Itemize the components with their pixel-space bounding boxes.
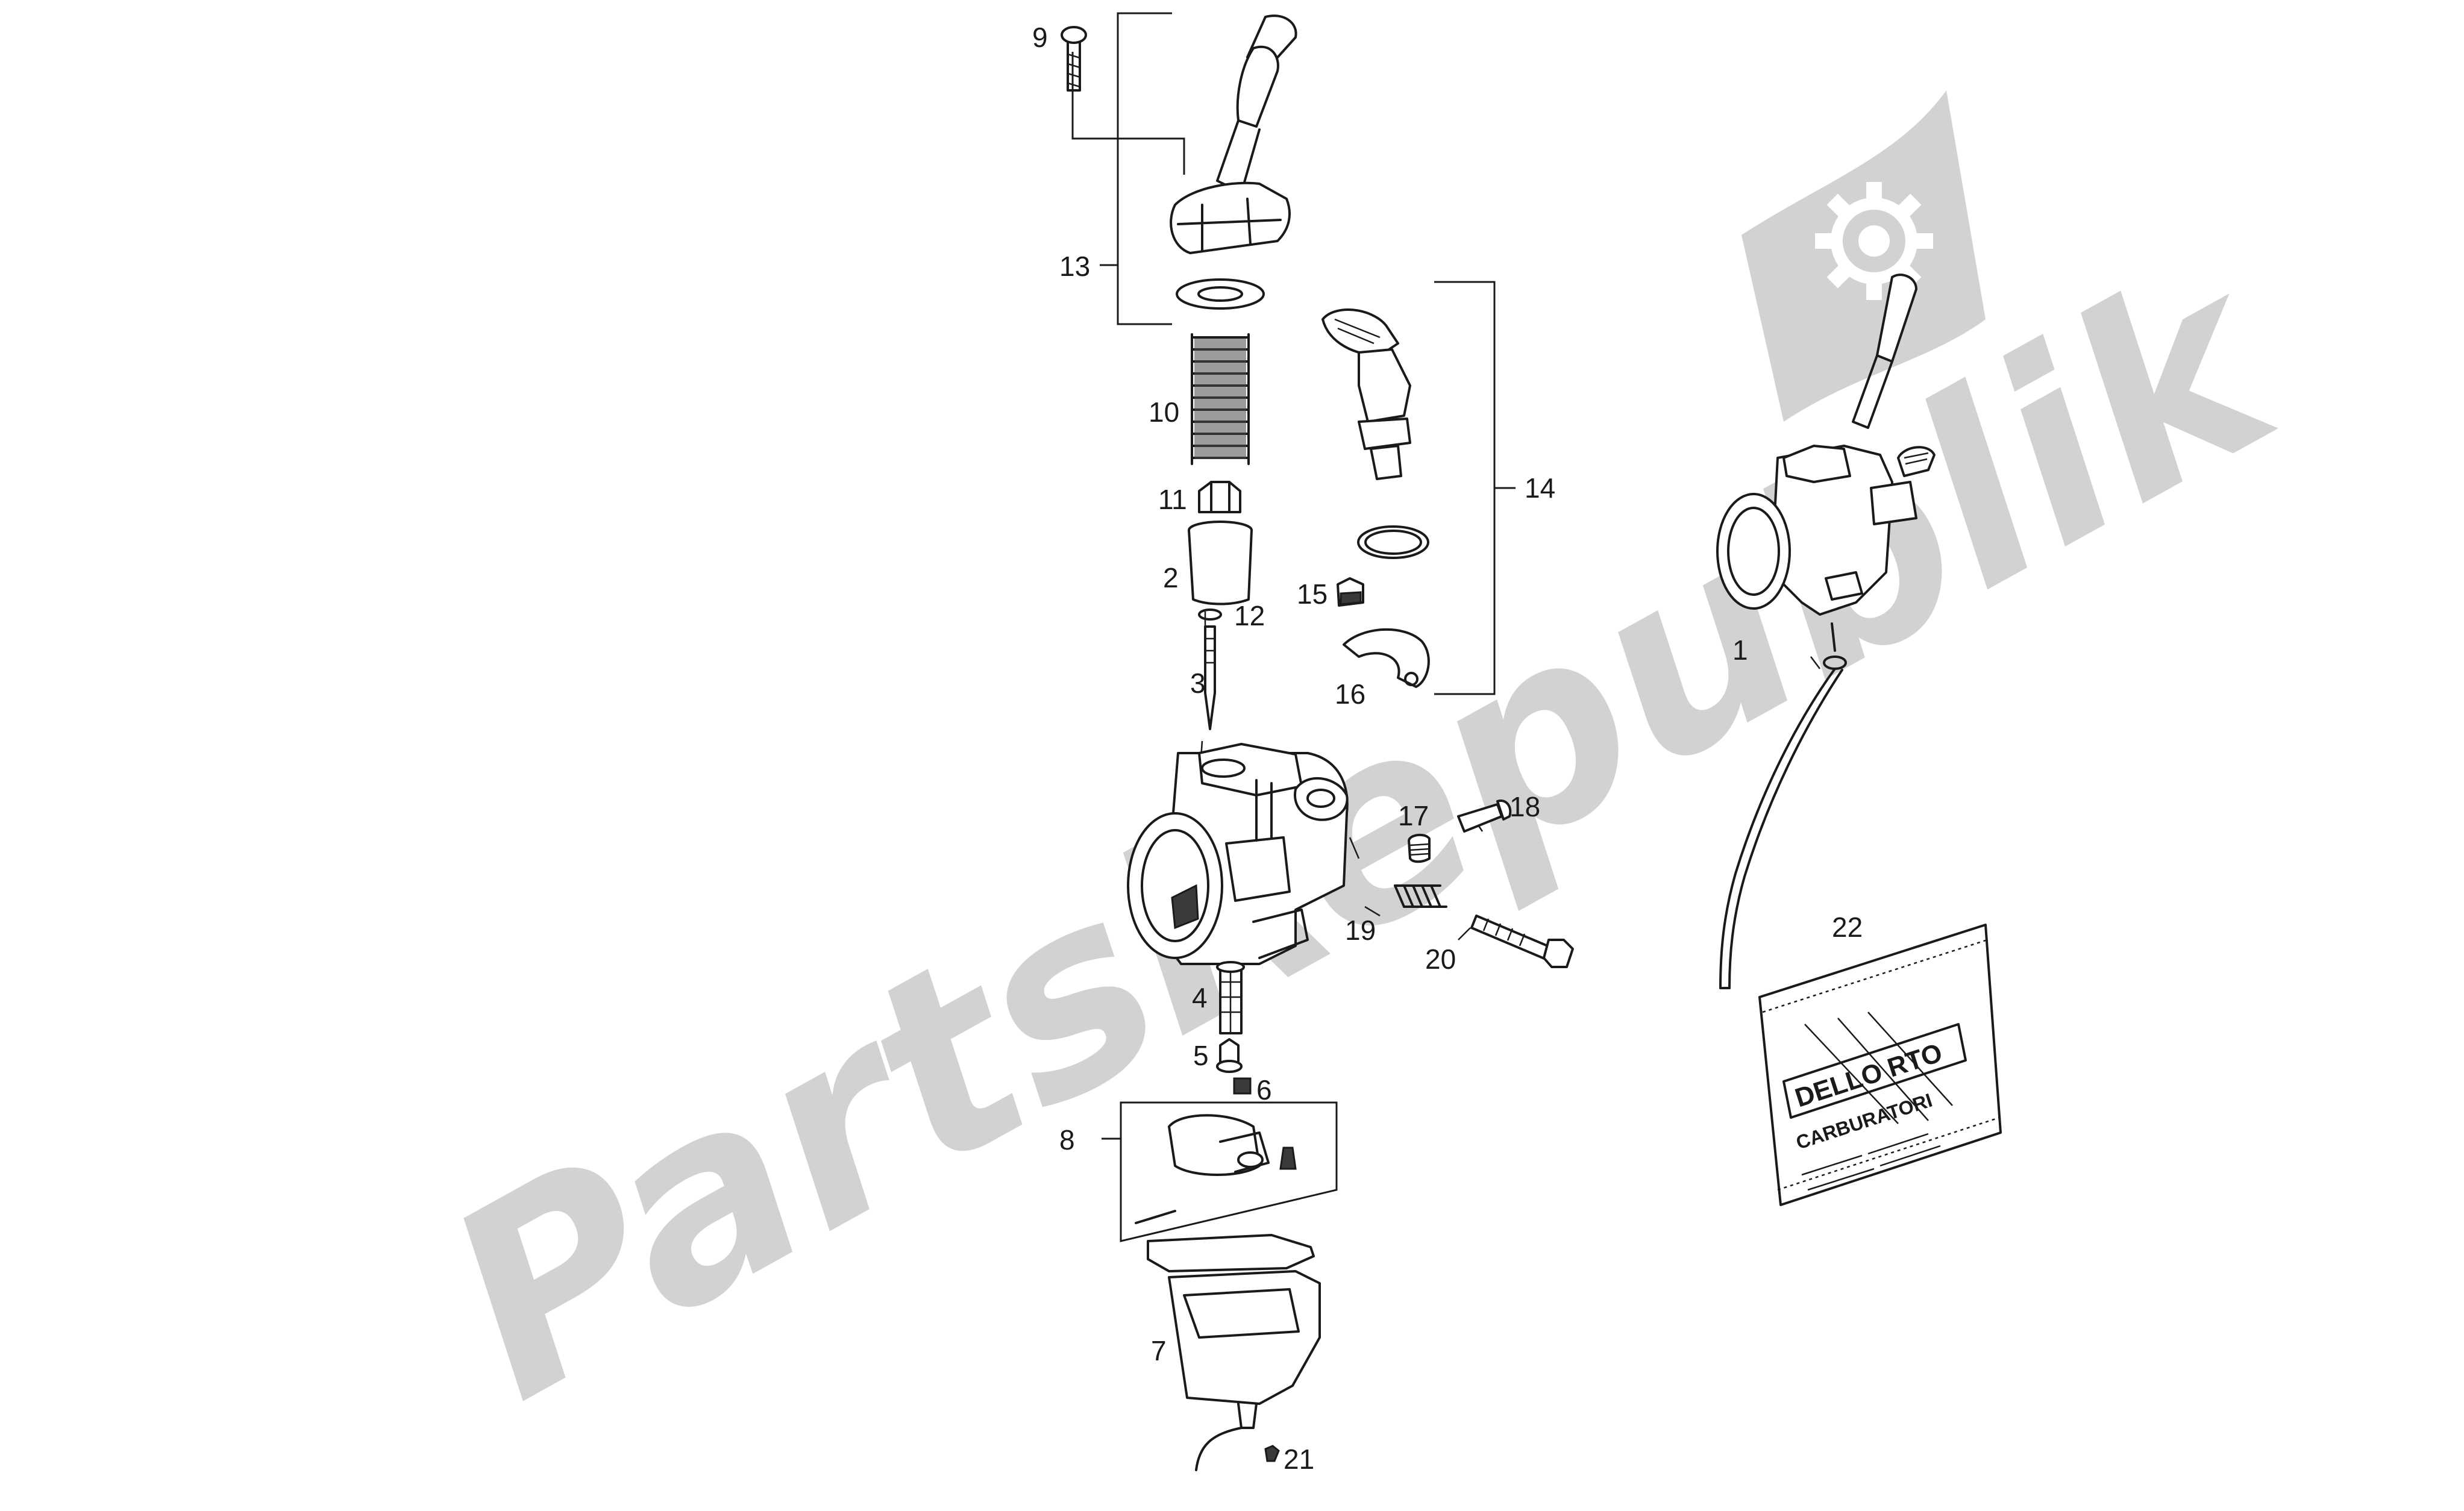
part-22-gasket-kit-bag: DELLO RTO CARBURATORI bbox=[1758, 924, 2002, 1206]
part-7-float-bowl bbox=[1147, 1234, 1321, 1471]
callout-1: 1 bbox=[1732, 634, 1748, 666]
callout-4: 4 bbox=[1192, 982, 1208, 1013]
part-9-screw bbox=[1061, 26, 1087, 92]
part-10-spring bbox=[1191, 333, 1250, 465]
part-16-lever bbox=[1343, 628, 1430, 688]
callout-19: 19 bbox=[1345, 915, 1376, 946]
callout-16: 16 bbox=[1335, 678, 1365, 710]
part-18-screw bbox=[1457, 799, 1512, 833]
callout-5: 5 bbox=[1193, 1040, 1209, 1071]
part-4-filter bbox=[1216, 961, 1245, 1034]
callout-18: 18 bbox=[1509, 791, 1540, 822]
callouts: 9 13 10 11 2 12 3 14 15 16 17 18 19 20 1… bbox=[1032, 22, 1863, 1475]
callout-12: 12 bbox=[1234, 600, 1265, 631]
part-15-nut bbox=[1337, 577, 1364, 607]
part-17-nut bbox=[1408, 833, 1431, 863]
callout-15: 15 bbox=[1297, 578, 1328, 610]
callout-10: 10 bbox=[1149, 396, 1179, 428]
part-13-cable-cap bbox=[1170, 14, 1297, 310]
callout-3: 3 bbox=[1190, 668, 1206, 699]
callout-14: 14 bbox=[1525, 472, 1555, 504]
callout-8: 8 bbox=[1059, 1124, 1075, 1156]
part-carburetor-body bbox=[1127, 743, 1349, 965]
callout-2: 2 bbox=[1163, 562, 1179, 593]
part-20-idle-screw bbox=[1470, 915, 1574, 968]
part-8-float-kit bbox=[1135, 1114, 1297, 1224]
callout-20: 20 bbox=[1425, 943, 1456, 975]
group-brackets bbox=[1071, 12, 1516, 1242]
part-19-spring bbox=[1394, 884, 1447, 908]
part-12-clip bbox=[1198, 608, 1222, 621]
callout-21: 21 bbox=[1284, 1444, 1314, 1475]
callout-13: 13 bbox=[1059, 251, 1090, 282]
part-2-slide bbox=[1188, 521, 1253, 605]
part-14-choke bbox=[1321, 308, 1429, 559]
callout-9: 9 bbox=[1032, 22, 1048, 53]
part-6-jet bbox=[1233, 1077, 1252, 1095]
parts: DELLO RTO CARBURATORI bbox=[1061, 14, 2002, 1471]
watermark: PartsRepublik bbox=[402, 90, 2328, 1457]
gear-flag-icon bbox=[1741, 90, 1986, 422]
part-5-jet bbox=[1216, 1038, 1243, 1073]
callout-7: 7 bbox=[1151, 1335, 1167, 1366]
part-1-carburetor-assembly bbox=[1716, 274, 1936, 989]
callout-22: 22 bbox=[1832, 912, 1863, 943]
part-21-screw bbox=[1264, 1445, 1280, 1462]
part-11-nut bbox=[1198, 481, 1241, 513]
part-3-needle bbox=[1204, 625, 1216, 730]
callout-17: 17 bbox=[1398, 800, 1429, 831]
callout-6: 6 bbox=[1256, 1074, 1272, 1106]
callout-11: 11 bbox=[1158, 484, 1187, 515]
